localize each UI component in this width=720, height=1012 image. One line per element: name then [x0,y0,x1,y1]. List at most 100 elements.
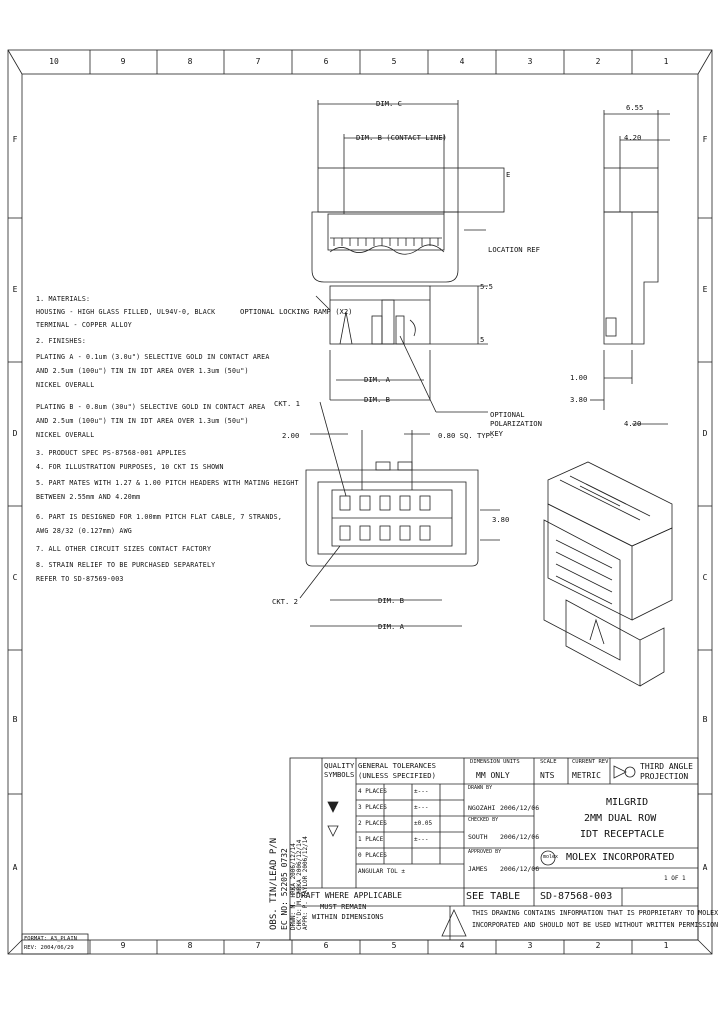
revision-block: OBS. TIN/LEAD P/N EC NO: 52205 0732 DRWN… [269,836,309,930]
zone-bottom-1: 1 [663,941,669,950]
draft-note: DRAFT WHERE APPLICABLE [296,891,402,900]
sheet-number: 1 OF 1 [664,875,686,882]
note-line: AND 2.5um (100u") TIN IN IDT AREA OVER 1… [36,367,249,375]
top-view [311,100,505,283]
zone-right-b: B [702,715,708,724]
note-line: 2. FINISHES: [36,337,87,345]
zone-bottom-2: 2 [595,941,601,950]
document-number: SD-87568-003 [540,891,613,902]
format-label: FORMAT: A3_PLAIN [24,936,77,942]
zone-left-a: A [12,863,18,872]
four-places: 4 PLACES [358,788,387,795]
description-line-1: 2MM DUAL ROW [584,813,657,824]
obs-pn-label: OBS. TIN/LEAD P/N [269,837,279,930]
drawn-by-name: NGOZAHI [468,804,496,812]
appr-line: APPR: P. TAYLOR 2006/12/14 [302,836,309,930]
zone-left-f: F [12,135,18,144]
dim-100-label: 1.00 [570,373,588,382]
title-block-lines [21,757,699,955]
zone-top-1: 1 [663,57,669,66]
zone-top-8: 8 [187,57,193,66]
current-rev-label: CURRENT REV [572,759,609,765]
zero-places: 0 PLACES [358,852,387,859]
side-view [590,110,670,425]
isometric-view [543,461,673,687]
note-line: NICKEL OVERALL [36,431,95,439]
tol-3: ±--- [414,804,429,811]
note-line: 4. FOR ILLUSTRATION PURPOSES, 10 CKT IS … [36,463,224,471]
note-line: NICKEL OVERALL [36,381,95,389]
dim-420-top-label: 4.20 [624,133,642,142]
note-line: AND 2.5um (100u") TIN IN IDT AREA OVER 1… [36,417,249,425]
dim-55-label: 5.5 [480,282,493,291]
front-view [315,285,488,413]
note-line: 1. MATERIALS: [36,295,91,303]
zone-bottom-7: 7 [255,941,261,950]
zone-right-a: A [702,863,708,872]
approved-by-label: APPROVED BY [468,849,502,855]
zone-right-c: C [702,573,708,582]
proprietary-line-2: INCORPORATED AND SHOULD NOT BE USED WITH… [472,921,719,929]
proprietary-line-1: THIS DRAWING CONTAINS INFORMATION THAT I… [472,909,719,917]
zone-bottom-9: 9 [120,941,126,950]
material-number: SEE TABLE [466,891,521,902]
dim-080-label: 0.80 SQ. TYP. [438,431,495,440]
location-ref-label: LOCATION REF [488,245,540,254]
one-place: 1 PLACE [358,836,384,843]
checked-date: 2006/12/06 [500,833,540,841]
scale-value: NTS [540,771,555,780]
dim-b-front-label: DIM. B [364,395,390,404]
checked-by-label: CHECKED BY [468,817,499,823]
ckt1-label: CKT. 1 [274,399,300,408]
note-line: HOUSING - HIGH GLASS FILLED, UL94V-0, BL… [36,308,216,316]
zone-right-d: D [702,429,708,438]
drawn-date: 2006/12/06 [500,804,540,812]
company-name: MOLEX INCORPORATED [566,852,675,863]
zone-left-d: D [12,429,18,438]
zone-top-9: 9 [120,57,126,66]
e-label: E [506,170,511,179]
note-line: REFER TO SD-87569-003 [36,575,124,583]
zone-top-3: 3 [527,57,533,66]
product-name: MILGRID [606,797,649,808]
units-value: MM ONLY [476,771,510,780]
description-line-2: IDT RECEPTACLE [580,829,665,840]
note-line: 5. PART MATES WITH 1.27 & 1.00 PITCH HEA… [36,479,299,487]
zone-top-10: 10 [49,57,59,66]
dim-420-side-label: 4.20 [624,419,642,428]
zone-left-e: E [12,285,18,294]
note-line: 7. ALL OTHER CIRCUIT SIZES CONTACT FACTO… [36,545,212,553]
zone-top-7: 7 [255,57,261,66]
zone-right-e: E [702,285,708,294]
zone-left-b: B [12,715,18,724]
two-places: 2 PLACES [358,820,387,827]
tol-1: ±--- [414,836,429,843]
dim-c-label: DIM. C [376,99,402,108]
note-line: PLATING A - 0.1um (3.0u") SELECTIVE GOLD… [36,353,270,361]
within-dims-note: WITHIN DIMENSIONS [312,913,384,921]
tol-2: ±0.05 [414,820,433,827]
note-line: AWG 28/32 (0.127mm) AWG [36,527,132,535]
optional-locking-ramp-label: OPTIONAL LOCKING RAMP (X2) [240,307,353,316]
third-angle-projection: THIRD ANGLE PROJECTION [640,762,693,782]
note-line: TERMINAL - COPPER ALLOY [36,321,132,329]
zone-top-6: 6 [323,57,329,66]
bottom-view [299,401,500,627]
zone-top-4: 4 [459,57,465,66]
dim-b-top-label: DIM. B (CONTACT LINE) [356,133,447,142]
zone-bottom-5: 5 [391,941,397,950]
note-line: 8. STRAIN RELIEF TO BE PURCHASED SEPARAT… [36,561,216,569]
zone-top-5: 5 [391,57,397,66]
optional-polarization-key-label: OPTIONAL POLARIZATION KEY [490,410,542,438]
zone-bottom-8: 8 [187,941,193,950]
dim-380-label: 3.80 [570,395,588,404]
dimension-units-label: DIMENSION UNITS [470,759,520,765]
format-rev: REV: 2004/06/29 [24,945,74,951]
zone-right-f: F [702,135,708,144]
ec-number: EC NO: 52205 0732 [280,848,289,930]
zone-left-c: C [12,573,18,582]
dim-5-label: 5 [480,335,485,344]
zone-bottom-6: 6 [323,941,329,950]
note-line: 6. PART IS DESIGNED FOR 1.00mm PITCH FLA… [36,513,283,521]
